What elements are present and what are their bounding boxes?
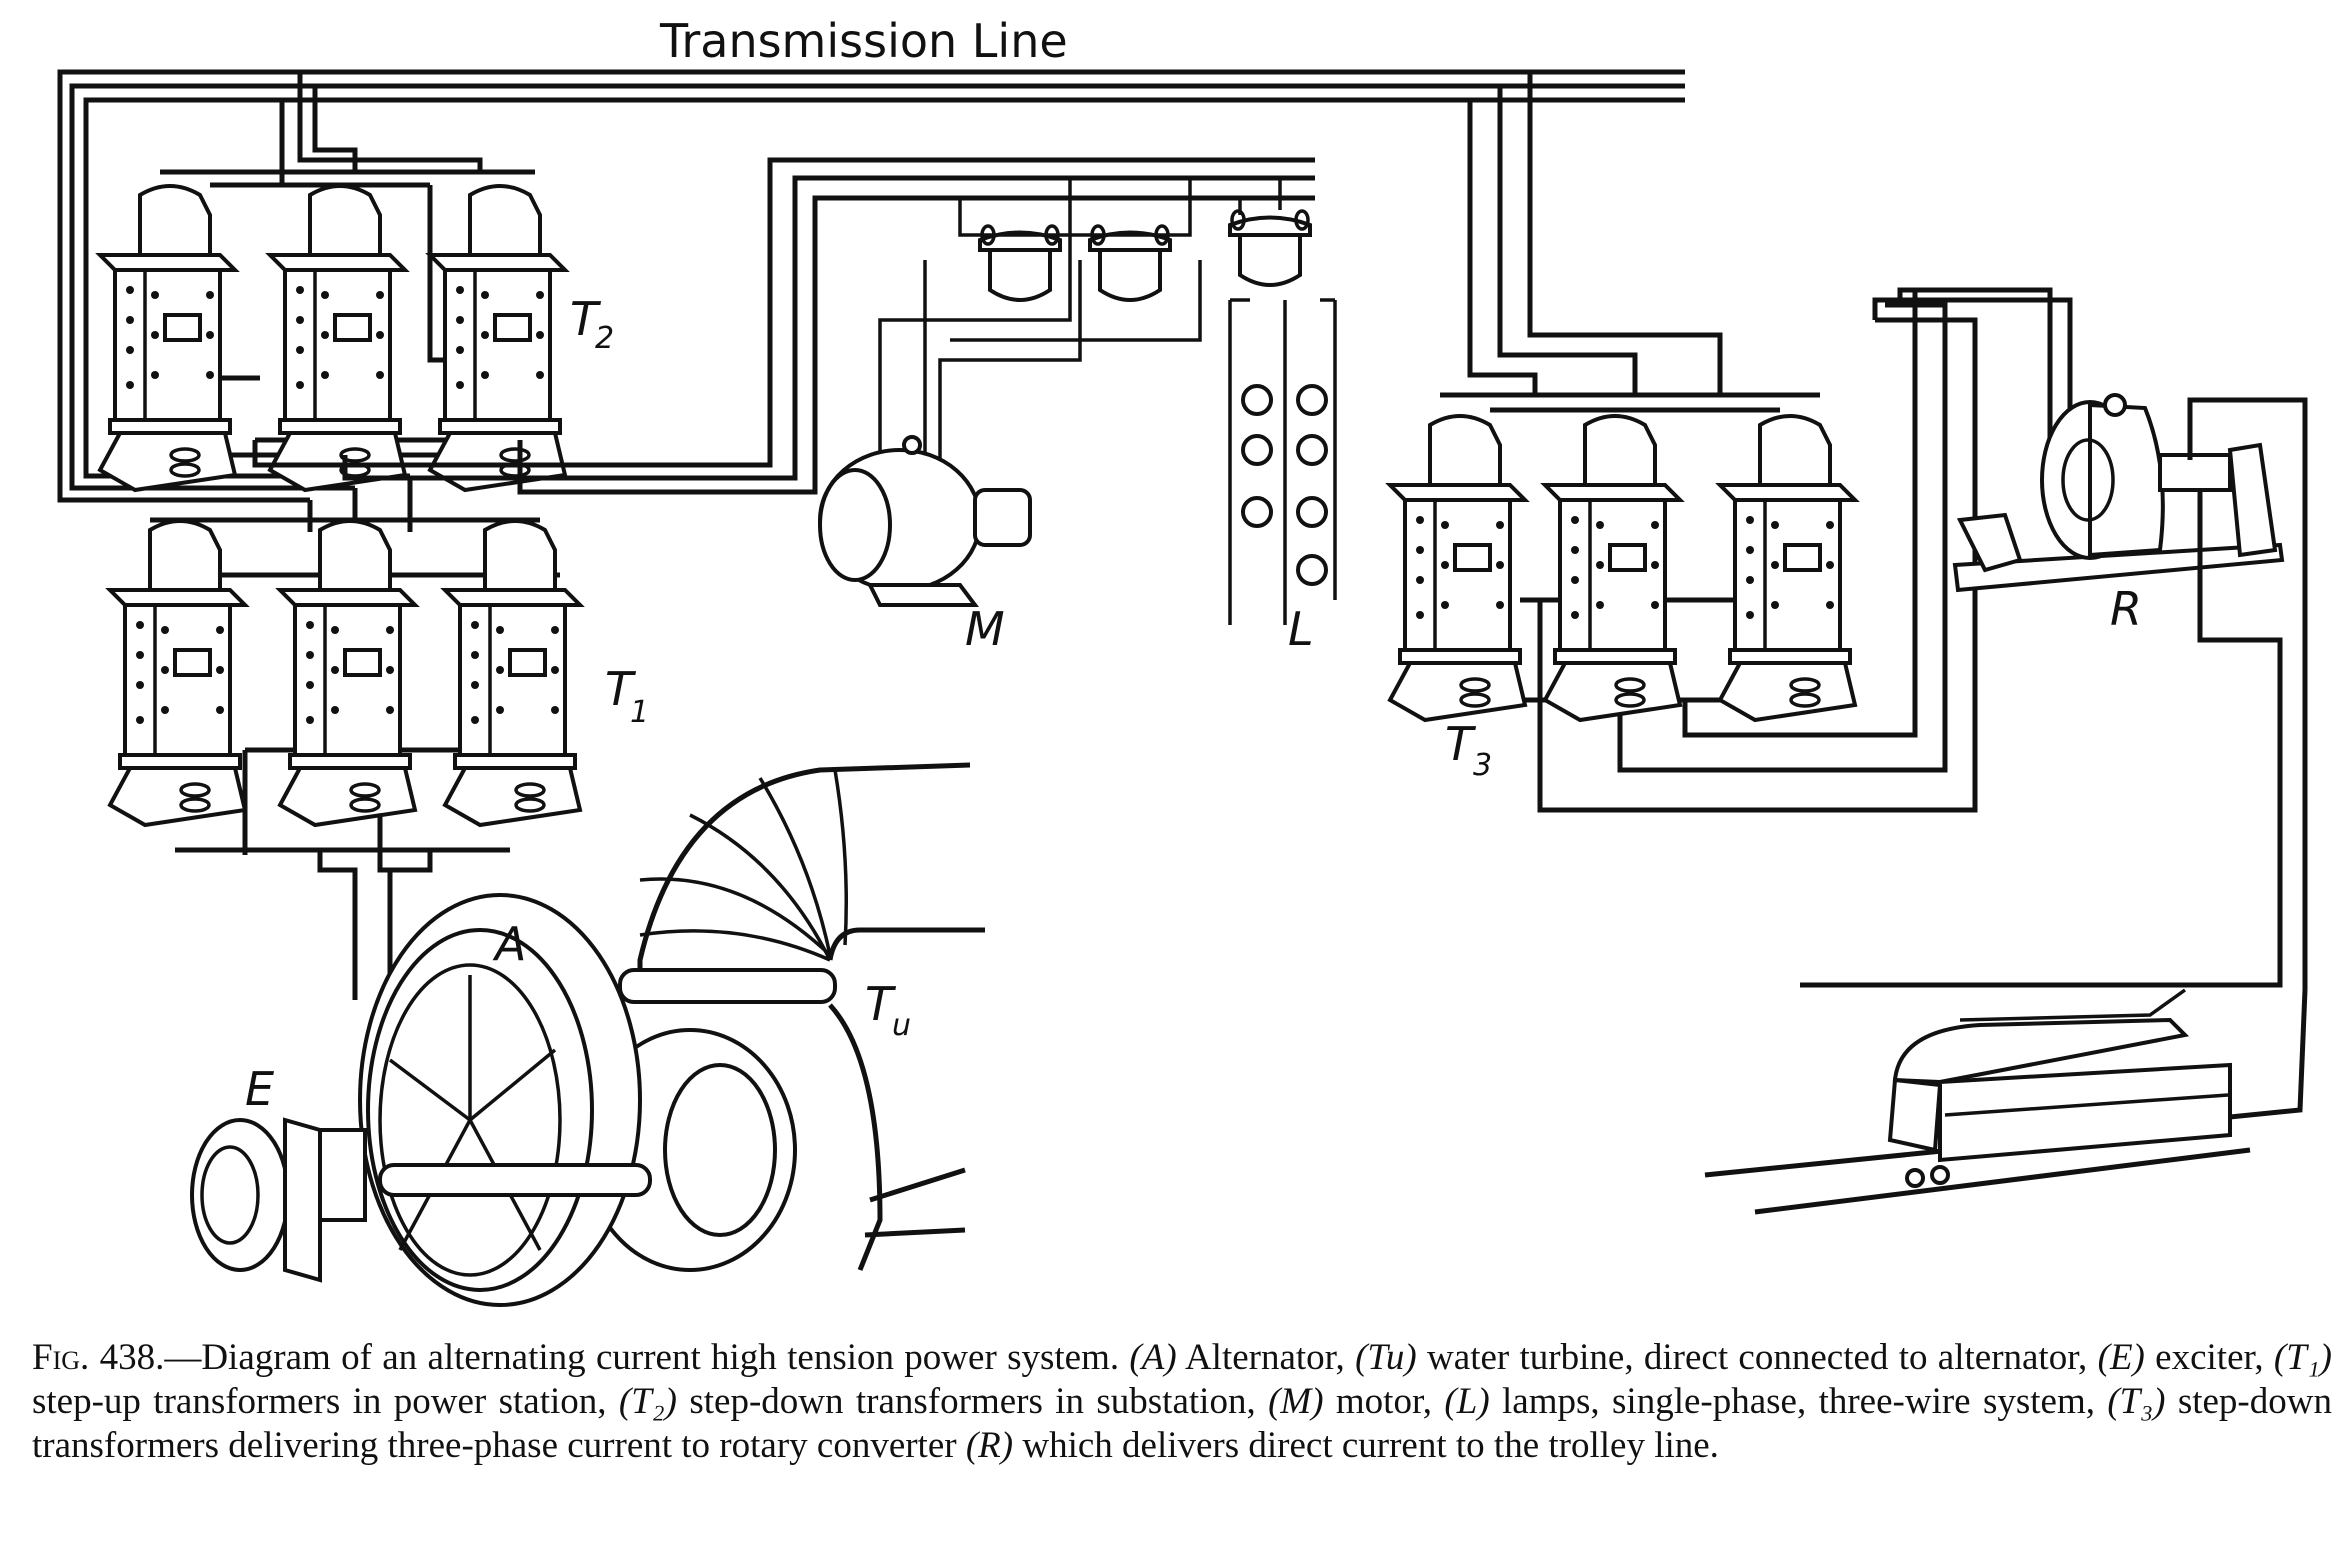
caption-key-r: (R) — [965, 1425, 1014, 1466]
label-tu: T — [865, 977, 897, 1031]
t2-transformer-1 — [98, 184, 237, 492]
lamp-wiring — [1228, 178, 1337, 625]
t3-transformer-2 — [1543, 414, 1682, 722]
caption-text-t2: step-down transformers in substation, — [677, 1381, 1269, 1422]
caption-text-t1: step-up transformers in power station, — [32, 1381, 619, 1422]
power-system-diagram: Transmission Line T 2 — [57, 14, 2308, 1307]
lamps-l — [1241, 384, 1328, 586]
caption-key-t1: (T₁) — [2273, 1337, 2333, 1378]
label-m: M — [965, 602, 1005, 656]
label-t3-sub: 3 — [1473, 748, 1492, 783]
alternator-a — [358, 893, 652, 1307]
label-tu-sub: u — [892, 1008, 911, 1043]
caption-text-t3: step-down transformers delivering three-… — [32, 1381, 2332, 1466]
exciter-e — [190, 1117, 367, 1283]
label-t1: T — [605, 662, 637, 716]
lamp-fuse — [1228, 209, 1312, 287]
trolley-car — [1704, 988, 2308, 1215]
t2-transformer-2 — [268, 184, 407, 492]
label-t2: T — [570, 292, 602, 346]
t1-transformer-1 — [108, 519, 247, 827]
caption-text-tu: water turbine, direct connected to alter… — [1416, 1337, 2098, 1378]
caption-key-m: (M) — [1268, 1381, 1324, 1422]
motor-fuse-1 — [978, 224, 1062, 302]
rotary-converter-r — [1800, 287, 2308, 990]
label-a: A — [492, 917, 526, 971]
caption-lead: Diagram of an alternating current high t… — [201, 1337, 1120, 1378]
label-t1-sub: 1 — [630, 695, 649, 730]
t1-transformer-2 — [278, 519, 417, 827]
label-t3: T — [1445, 717, 1477, 771]
motor-wiring — [878, 178, 1202, 460]
caption-text-e: exciter, — [2144, 1337, 2274, 1378]
motor-m — [818, 435, 1032, 607]
label-l: L — [1288, 602, 1314, 656]
caption-key-t3: (T₃) — [2107, 1381, 2166, 1422]
caption-text-a: Alternator, — [1176, 1337, 1356, 1378]
t2-transformer-3 — [428, 184, 567, 492]
t1-transformer-3 — [443, 519, 582, 827]
caption-key-a: (A) — [1129, 1337, 1177, 1378]
caption-text-m: motor, — [1323, 1381, 1445, 1422]
caption-text-r: which delivers direct current to the tro… — [1013, 1425, 1719, 1466]
caption-text-l: lamps, single-phase, three-wire system, — [1489, 1381, 2108, 1422]
label-r: R — [2110, 582, 2142, 636]
caption-key-tu: (Tu) — [1355, 1337, 1417, 1378]
label-e: E — [245, 1062, 274, 1116]
transmission-line-wires — [57, 69, 1685, 503]
t3-transformer-1 — [1388, 414, 1527, 722]
figure-caption: Fig. 438.—Diagram of an alternating curr… — [32, 1336, 2332, 1468]
t3-transformer-3 — [1718, 414, 1857, 722]
caption-fig-number: Fig. 438. — [32, 1337, 165, 1378]
caption-key-e: (E) — [2097, 1337, 2145, 1378]
label-t2-sub: 2 — [595, 321, 614, 356]
motor-lamp-feed — [252, 157, 1315, 495]
caption-key-t2: (T₂) — [618, 1381, 677, 1422]
motor-fuse-2 — [1088, 224, 1172, 302]
caption-dash: — — [164, 1337, 202, 1378]
transmission-line-title: Transmission Line — [659, 14, 1068, 68]
caption-key-l: (L) — [1444, 1381, 1490, 1422]
